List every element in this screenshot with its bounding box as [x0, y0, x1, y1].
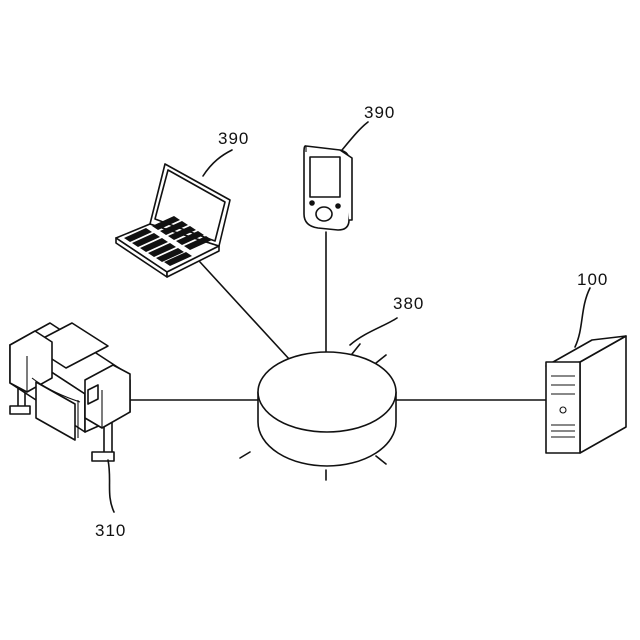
server-leader-line — [575, 288, 590, 347]
network-node: 380 — [240, 294, 424, 480]
network-leader-line — [350, 318, 397, 345]
network-ref-label: 380 — [393, 294, 424, 313]
laptop-ref-label: 390 — [218, 129, 249, 148]
laptop-leader-line — [203, 150, 232, 176]
laptop-node: 390 — [116, 129, 249, 277]
server-node: 100 — [546, 270, 626, 453]
wide-format-printer-icon — [10, 323, 130, 461]
pda-ref-label: 390 — [364, 103, 395, 122]
printer-ref-label: 310 — [95, 521, 126, 540]
edge-network-laptop — [200, 262, 290, 360]
network-cloud-icon — [240, 344, 396, 480]
pda-leader-line — [342, 122, 368, 150]
pda-handheld-icon — [304, 146, 352, 230]
printer-node: 310 — [10, 323, 130, 540]
server-tower-icon — [546, 336, 626, 453]
printer-leader-line — [108, 460, 114, 512]
pda-node: 390 — [304, 103, 395, 230]
laptop-icon — [116, 164, 230, 277]
server-ref-label: 100 — [577, 270, 608, 289]
